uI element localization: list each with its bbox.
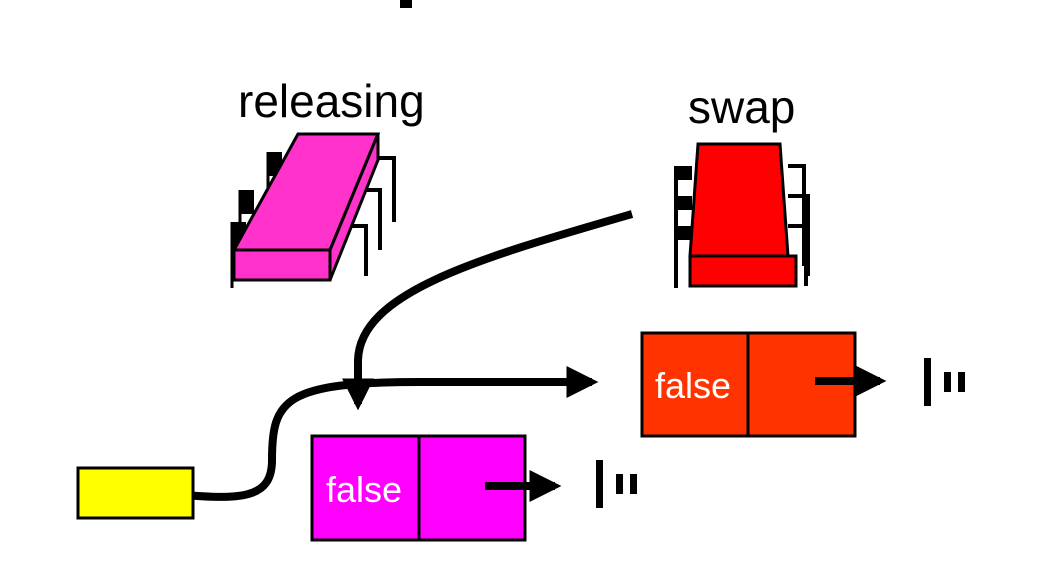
releasing-chip-icon [230, 132, 396, 288]
ground-icon [596, 460, 637, 508]
head-pointer-box [76, 466, 195, 520]
releasing-label: releasing [238, 75, 425, 127]
swap-pointer-arrow [342, 210, 634, 411]
swap-chip-icon [674, 142, 810, 288]
head-pointer-arrow [171, 366, 599, 501]
orange-list-node: false [640, 331, 965, 438]
magenta-node-value: false [326, 469, 402, 510]
ground-icon [924, 358, 965, 406]
title-fragment [400, 0, 412, 8]
swap-label: swap [688, 81, 796, 133]
orange-node-value: false [655, 365, 731, 406]
magenta-list-node: false [310, 434, 637, 542]
